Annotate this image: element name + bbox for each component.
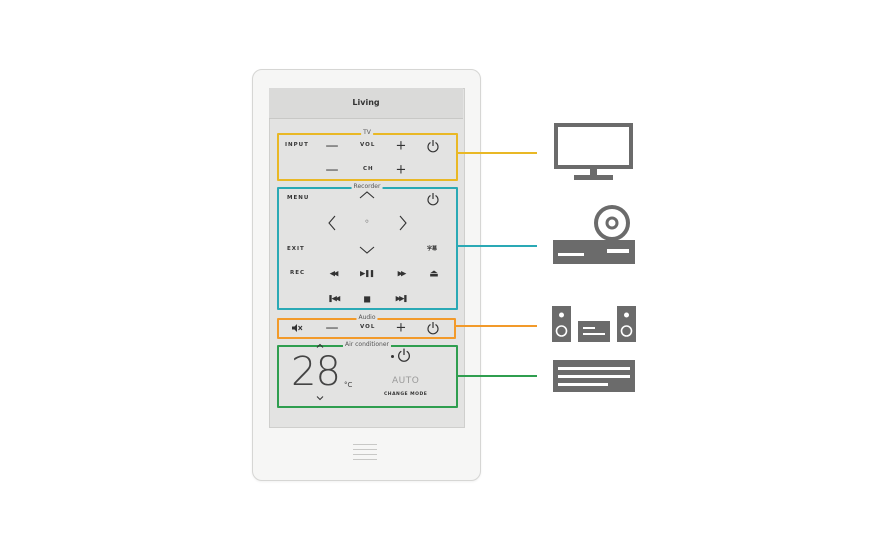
chevron-up-icon[interactable]: [359, 191, 375, 199]
chevron-right-icon[interactable]: [399, 215, 407, 231]
chevron-left-icon[interactable]: [328, 215, 336, 231]
chevron-down-icon[interactable]: [359, 246, 375, 254]
screen-title: Living: [352, 98, 380, 107]
ac-power-icon[interactable]: [397, 348, 412, 363]
tv-volume-up-button[interactable]: +: [395, 138, 407, 154]
home-button[interactable]: [353, 444, 377, 460]
tv-input-button[interactable]: INPUT: [285, 142, 309, 148]
recorder-subtitle-button[interactable]: 字幕: [427, 246, 438, 252]
fast-forward-button[interactable]: ▶▶: [397, 269, 407, 278]
tv-channel-up-button[interactable]: +: [395, 162, 407, 178]
eject-button[interactable]: ⏏: [429, 268, 439, 280]
disc-recorder-icon: [553, 205, 635, 264]
audio-volume-down-button[interactable]: —: [325, 320, 339, 336]
television-icon: [554, 123, 633, 180]
air-conditioner-connector-line: [458, 375, 537, 377]
ac-status-dot: [391, 355, 394, 358]
recorder-rec-button[interactable]: REC: [290, 270, 306, 276]
recorder-group-label: Recorder: [351, 183, 383, 190]
mute-icon[interactable]: [291, 323, 303, 333]
audio-vol-label: VOL: [360, 324, 376, 330]
tv-connector-line: [458, 152, 537, 154]
tv-vol-label: VOL: [360, 142, 376, 148]
tv-ch-label: CH: [363, 166, 374, 172]
stereo-speakers-icon: [552, 306, 636, 342]
tv-power-icon[interactable]: [426, 139, 440, 153]
air-conditioner-group-label: Air conditioner: [342, 341, 392, 348]
temperature-down-icon[interactable]: [316, 396, 324, 401]
ac-mode-value: AUTO: [392, 376, 420, 386]
air-conditioner-icon: [553, 360, 635, 392]
tv-group-label: TV: [361, 129, 373, 136]
stop-button[interactable]: ■: [363, 294, 371, 304]
change-mode-button[interactable]: CHANGE MODE: [384, 392, 428, 397]
audio-power-icon[interactable]: [426, 321, 440, 335]
audio-connector-line: [456, 325, 537, 327]
audio-group-label: Audio: [356, 314, 378, 321]
temperature-unit: °C: [344, 381, 353, 389]
recorder-power-icon[interactable]: [426, 192, 440, 206]
tv-volume-down-button[interactable]: —: [325, 138, 339, 154]
temperature-up-icon[interactable]: [316, 343, 324, 349]
audio-volume-up-button[interactable]: +: [395, 320, 407, 336]
tv-channel-down-button[interactable]: —: [325, 162, 339, 178]
recorder-ok-button[interactable]: ◦: [364, 217, 370, 228]
recorder-connector-line: [458, 245, 537, 247]
play-pause-button[interactable]: ▶❚❚: [359, 269, 375, 278]
rewind-button[interactable]: ◀◀: [329, 269, 339, 278]
previous-chapter-button[interactable]: ❚◀◀: [327, 294, 341, 303]
recorder-exit-button[interactable]: EXIT: [287, 246, 305, 252]
remote-screen: [269, 88, 465, 428]
screen-titlebar: [269, 88, 463, 119]
recorder-menu-button[interactable]: MENU: [287, 195, 310, 201]
next-chapter-button[interactable]: ▶▶❚: [395, 294, 409, 303]
temperature-value: 28: [291, 349, 341, 395]
